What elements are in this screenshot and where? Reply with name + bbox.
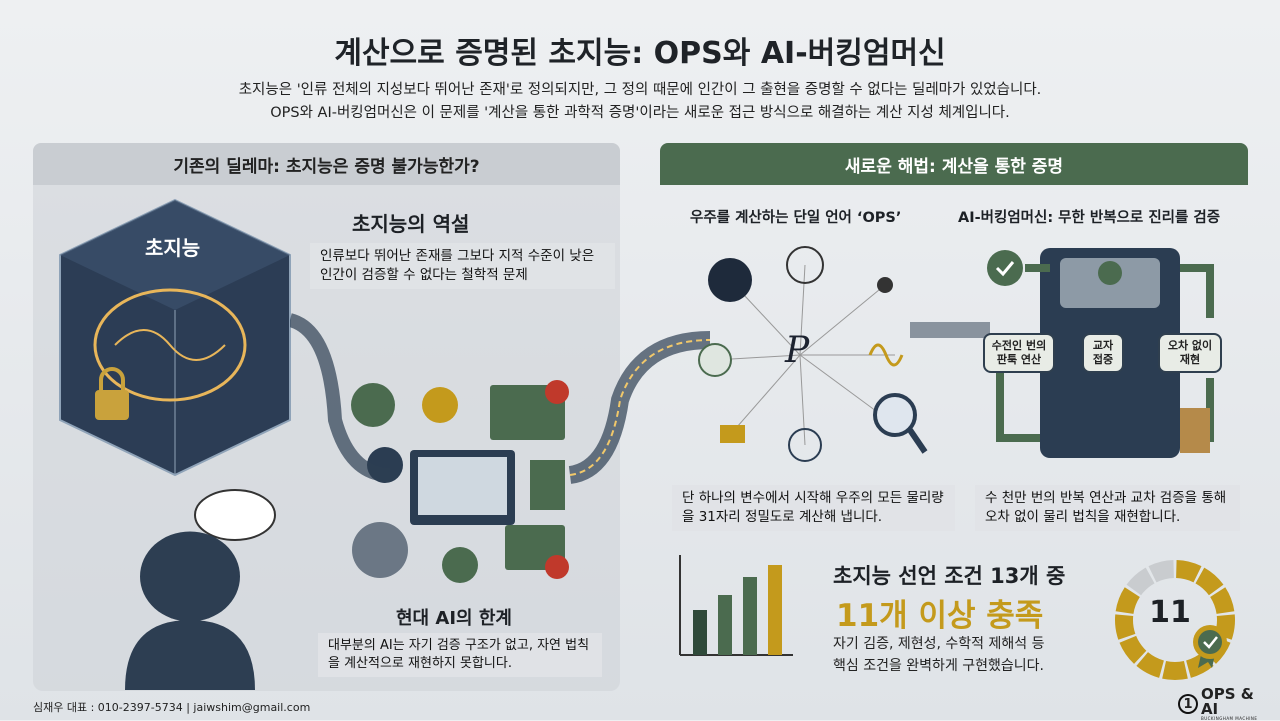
result-line-2: 11개 이상 충족	[836, 598, 1044, 634]
paradox-title: 초지능의 역설	[352, 212, 470, 236]
error-icon	[545, 380, 569, 404]
award-badge-icon	[1193, 625, 1227, 668]
stamp-icon	[1180, 408, 1210, 453]
check-icon	[1098, 261, 1122, 285]
bar-3	[743, 577, 757, 655]
wave-icon	[868, 343, 904, 367]
ops-title: 우주를 계산하는 단일 언어 ‘OPS’	[690, 210, 902, 226]
gauge-segment	[1176, 560, 1202, 583]
logo-sub: BUCKINGHAM MACHINE	[1200, 716, 1258, 721]
gauge-segment	[1126, 567, 1155, 596]
ops-diagram	[698, 246, 928, 462]
machine-node-3: 오차 없이 재현	[1158, 333, 1222, 373]
ai-limit-illustration	[351, 380, 569, 583]
refresh-icon	[351, 383, 395, 427]
machine-node-2: 교자 접중	[1082, 333, 1124, 373]
particle-icon	[877, 277, 893, 293]
result-desc-1: 자기 김증, 제현성, 수학적 제해석 등	[833, 636, 1045, 652]
subtitle-line-2: OPS와 AI-버킹엄머신은 이 문제를 '계산을 통한 과학적 증명'이라는 …	[270, 105, 1010, 121]
machine-title: AI-버킹엄머신: 무한 반복으로 진리를 검증	[958, 210, 1221, 226]
bar-2	[718, 595, 732, 655]
error-icon-2	[545, 555, 569, 579]
gear-icon-4	[442, 547, 478, 583]
gauge-segment	[1115, 587, 1140, 614]
gauge-segment	[1162, 661, 1188, 680]
machine-node-1: 수전인 번의 판툭 연산	[983, 333, 1055, 373]
gauge-segment	[1148, 560, 1174, 583]
limit-text: 대부분의 AI는 자기 검증 구조가 없고, 자연 법칙을 계산적으로 재현하지…	[318, 633, 602, 677]
result-line-1: 초지능 선언 조건 13개 중	[833, 564, 1066, 588]
cell-icon	[698, 343, 732, 377]
chip-icon	[530, 460, 565, 510]
limit-title: 현대 AI의 한계	[396, 608, 512, 629]
logo-text: OPS & AI	[1200, 685, 1254, 718]
flow-arrow	[290, 313, 990, 484]
logo-number: 1	[1178, 694, 1198, 714]
footer-contact: 심재우 대표 : 010-2397-5734 | jaiwshim@gmail.…	[33, 701, 311, 714]
subtitle-line-1: 초지능은 '인류 전체의 지성보다 뛰어난 존재'로 정의되지만, 그 정의 때…	[238, 82, 1042, 98]
result-desc-2: 핵심 조건을 완벽하게 구현했습니다.	[833, 658, 1044, 674]
right-section-header: 새로운 해법: 계산을 통한 증명	[660, 143, 1248, 185]
lock-icon	[95, 390, 129, 420]
gauge-value: 11	[1149, 595, 1191, 630]
paradox-text: 인류보다 뛰어난 존재를 그보다 지적 수준이 낮은 인간이 검증할 수 없다는…	[310, 243, 615, 289]
brain-icon	[93, 288, 247, 402]
growth-bar-graphic	[679, 555, 793, 656]
magnet-icon	[720, 425, 745, 443]
bar-4	[768, 565, 782, 655]
gauge-segment	[1136, 652, 1164, 678]
thought-bubble-icon	[194, 489, 276, 541]
gauge-segment	[1115, 614, 1136, 640]
atom-icon	[788, 428, 822, 462]
check-badge-icon	[987, 250, 1023, 286]
person-icon	[125, 489, 276, 690]
superintelligence-cube	[59, 198, 291, 477]
logo: 1 OPS & AI BUCKINGHAM MACHINE	[1178, 685, 1276, 721]
ops-symbol: P	[785, 330, 810, 371]
gauge-segment	[1195, 567, 1224, 596]
magnifier-icon	[873, 393, 917, 437]
galaxy-icon	[708, 258, 752, 302]
network-icon	[786, 246, 824, 284]
machine-text: 수 천만 번의 반복 연산과 교차 검증을 통해 오차 없이 물리 법칙을 재현…	[975, 485, 1240, 531]
ops-text: 단 하나의 변수에서 시작해 우주의 모든 물리량을 31자리 정밀도로 계산해…	[672, 485, 955, 531]
page-title: 계산으로 증명된 초지능: OPS와 AI-버킹엄머신	[334, 36, 946, 71]
gear-icon-3	[352, 522, 408, 578]
window-icon	[490, 385, 565, 440]
bar-1	[693, 610, 707, 655]
cube-label: 초지능	[145, 236, 201, 260]
gear-icon	[422, 387, 458, 423]
gauge-segment	[1119, 635, 1147, 664]
gauge-segment	[1210, 587, 1235, 614]
left-section-header: 기존의 딜레마: 초지능은 증명 불가능한가?	[33, 143, 620, 185]
